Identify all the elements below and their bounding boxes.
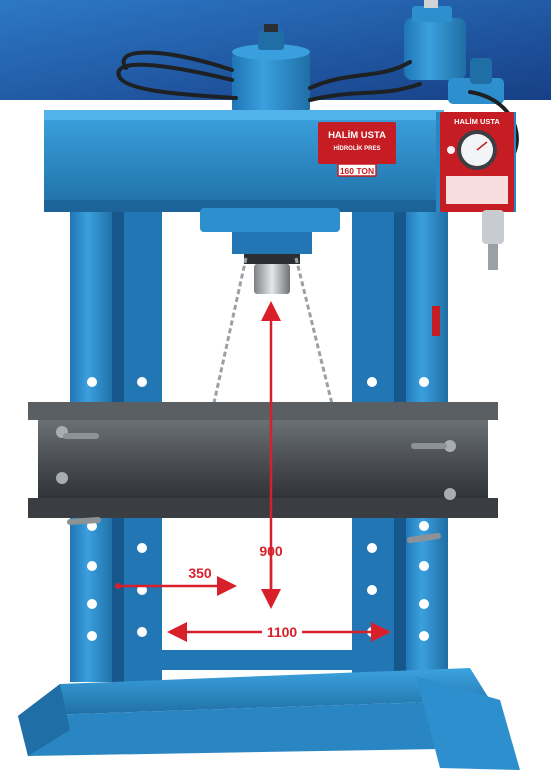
- dimension-annotations: 900 350 1100: [115, 301, 391, 642]
- oil-tank: [232, 24, 310, 114]
- ram-piston: [254, 264, 290, 294]
- brand-subtitle: HİDROLİK PRES: [333, 145, 380, 152]
- panel-brand-name: HALİM USTA: [454, 117, 500, 126]
- throat-dimension-label: 350: [188, 565, 212, 581]
- stroke-dimension-label: 900: [259, 543, 283, 559]
- brand-plate: HALİM USTA HİDROLİK PRES 160 TON: [318, 122, 396, 177]
- lifting-chains: [210, 257, 336, 413]
- work-bed: [28, 402, 498, 543]
- control-panel: HALİM USTA: [440, 112, 514, 270]
- tonnage-label: 160 TON: [340, 166, 374, 176]
- base-feet: [18, 650, 520, 770]
- width-dimension-label: 1100: [267, 624, 298, 640]
- hydraulic-cylinder: [200, 208, 340, 294]
- brand-name: HALİM USTA: [328, 130, 386, 141]
